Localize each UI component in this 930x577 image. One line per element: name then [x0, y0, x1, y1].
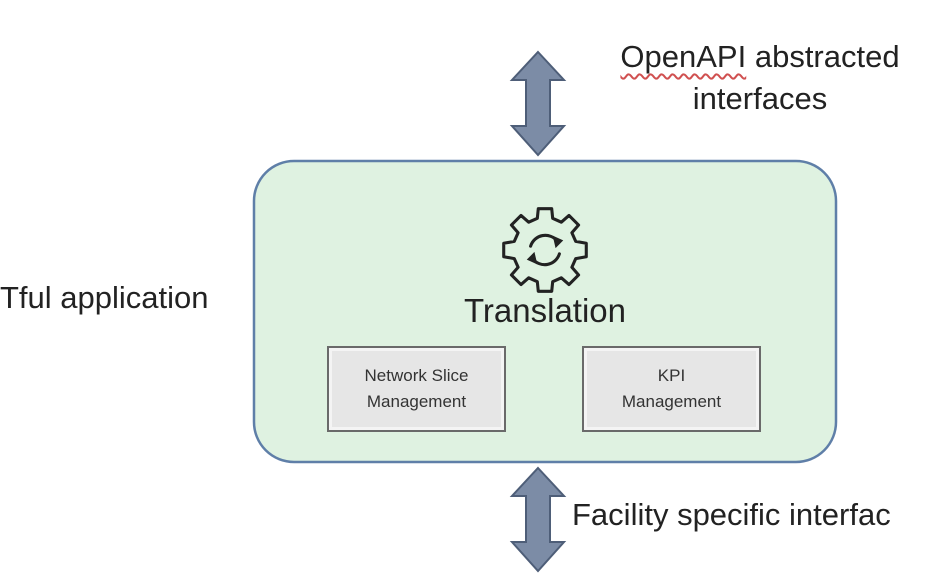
translation-title: Translation	[463, 292, 627, 329]
bottom-double-arrow	[509, 466, 567, 573]
facility-interfaces-label: Facility specific interfac	[572, 497, 891, 532]
kpi-management-box: KPI Management	[582, 346, 761, 432]
network-slice-management-box: Network Slice Management	[327, 346, 506, 432]
openapi-interfaces-label: OpenAPI abstracted interfaces	[575, 36, 930, 120]
abstracted-word: abstracted	[746, 39, 900, 74]
component-label-line2: Management	[366, 392, 467, 411]
component-label-line1: KPI	[657, 366, 686, 385]
interfaces-word: interfaces	[692, 81, 828, 116]
gear-refresh-icon	[502, 207, 588, 293]
restful-application-label: Tful application	[0, 280, 209, 315]
component-label-line1: Network Slice	[364, 366, 469, 385]
top-double-arrow	[509, 50, 567, 157]
openapi-word: OpenAPI	[620, 39, 747, 74]
component-label-line2: Management	[621, 392, 722, 411]
